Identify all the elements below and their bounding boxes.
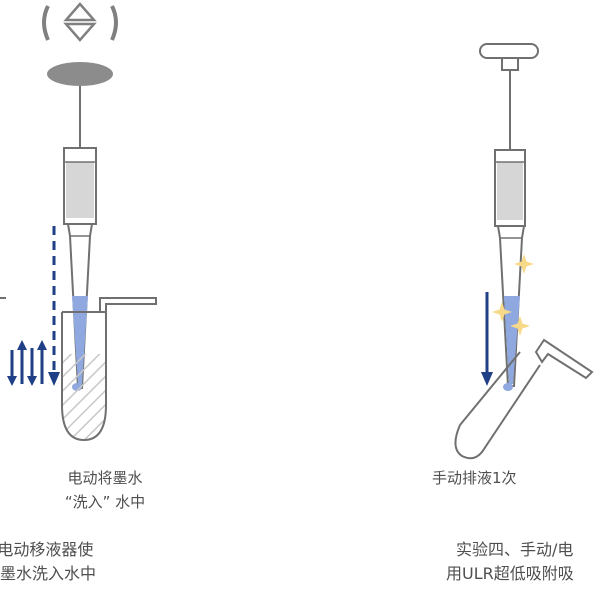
sparkle-star-icon: [492, 254, 534, 336]
slanted-tube-lid: [534, 338, 594, 380]
right-caption: 手动排液1次: [432, 469, 517, 487]
left-caption-line1: 电动将墨水: [67, 469, 143, 487]
tip-liquid: [504, 296, 520, 384]
right-footer-line1: 实验四、手动/电: [456, 540, 574, 559]
plunger-handle: [479, 43, 539, 59]
ink-drop: [503, 383, 513, 391]
barrel-fill: [497, 162, 523, 220]
tip-liquid: [72, 296, 88, 384]
tube-lid: [99, 297, 157, 313]
slanted-test-tube: [454, 351, 541, 460]
test-tube: [61, 312, 107, 442]
plunger-cap: [47, 62, 113, 86]
left-caption-line2: “洗入” 水中: [64, 493, 146, 511]
hatched-water: [62, 354, 106, 440]
right-footer-line2: 用ULR超低吸附吸: [446, 564, 574, 583]
right-pipette-setup: [454, 43, 594, 460]
left-footer-line1: /电动移液器使: [0, 540, 94, 559]
up-down-arrows: [7, 340, 47, 386]
up-down-arrow-motor-icon: [42, 2, 118, 42]
barrel-fill: [66, 162, 94, 218]
left-pipette-setup: [0, 2, 157, 442]
left-footer-line2: 墨水洗入水中: [0, 564, 97, 583]
